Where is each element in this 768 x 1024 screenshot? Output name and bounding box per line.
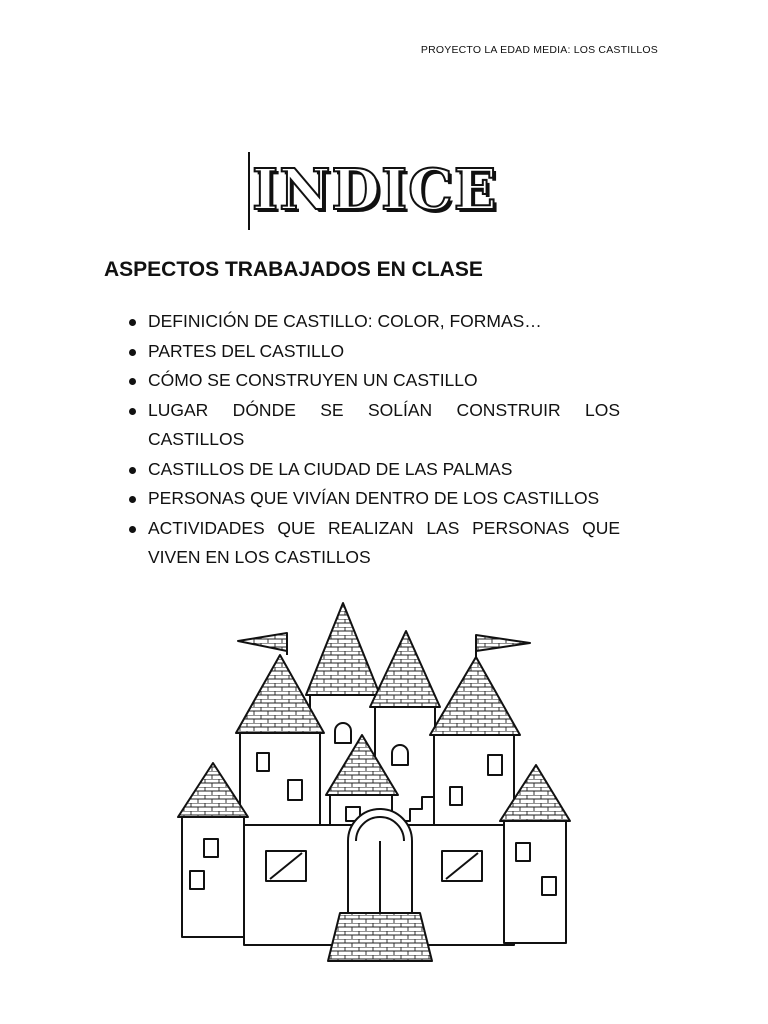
castle-illustration-icon bbox=[177, 602, 571, 962]
list-item: DEFINICIÓN DE CASTILLO: COLOR, FORMAS… bbox=[128, 307, 620, 337]
list-item: LUGAR DÓNDE SE SOLÍAN CONSTRUIR LOS CAST… bbox=[128, 396, 620, 455]
text-cursor bbox=[248, 152, 250, 230]
list-item: CÓMO SE CONSTRUYEN UN CASTILLO bbox=[128, 366, 620, 396]
page-title: INDICE bbox=[251, 156, 498, 224]
list-item: PARTES DEL CASTILLO bbox=[128, 337, 620, 367]
list-item: CASTILLOS DE LA CIUDAD DE LAS PALMAS bbox=[128, 455, 620, 485]
list-item: ACTIVIDADES QUE REALIZAN LAS PERSONAS QU… bbox=[128, 514, 620, 573]
topics-list: DEFINICIÓN DE CASTILLO: COLOR, FORMAS… P… bbox=[128, 307, 620, 573]
page-header: PROYECTO LA EDAD MEDIA: LOS CASTILLOS bbox=[420, 44, 658, 56]
section-title: ASPECTOS TRABAJADOS EN CLASE bbox=[104, 258, 483, 281]
list-item: PERSONAS QUE VIVÍAN DENTRO DE LOS CASTIL… bbox=[128, 484, 620, 514]
